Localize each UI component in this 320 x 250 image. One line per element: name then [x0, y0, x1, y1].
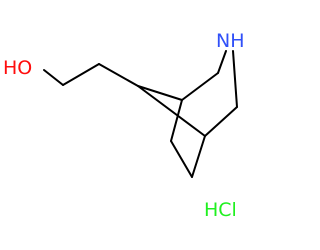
bond-c8-c1 — [137, 85, 183, 101]
bond-n-c4 — [232, 50, 238, 108]
bond-c1-c2 — [181, 72, 219, 101]
hydroxyl-label: HO — [3, 57, 32, 79]
bond-c7-c6 — [170, 140, 193, 178]
bond-ch2-ch2 — [62, 63, 100, 86]
molecule-structure-diagram: HO NH HCl — [3, 30, 245, 221]
hydrochloride-label: HCl — [204, 199, 237, 221]
bond-c1-c7 — [170, 99, 183, 142]
bond-ch2-c8 — [98, 63, 139, 87]
bond-o-ch2 — [43, 69, 64, 86]
amine-label: NH — [216, 30, 245, 52]
bond-c8-c5 — [137, 85, 206, 137]
bond-c6-c5 — [191, 135, 206, 178]
bond-c4-c5 — [204, 106, 238, 137]
bond-skeleton — [43, 50, 238, 178]
bond-c2-n — [217, 50, 227, 74]
